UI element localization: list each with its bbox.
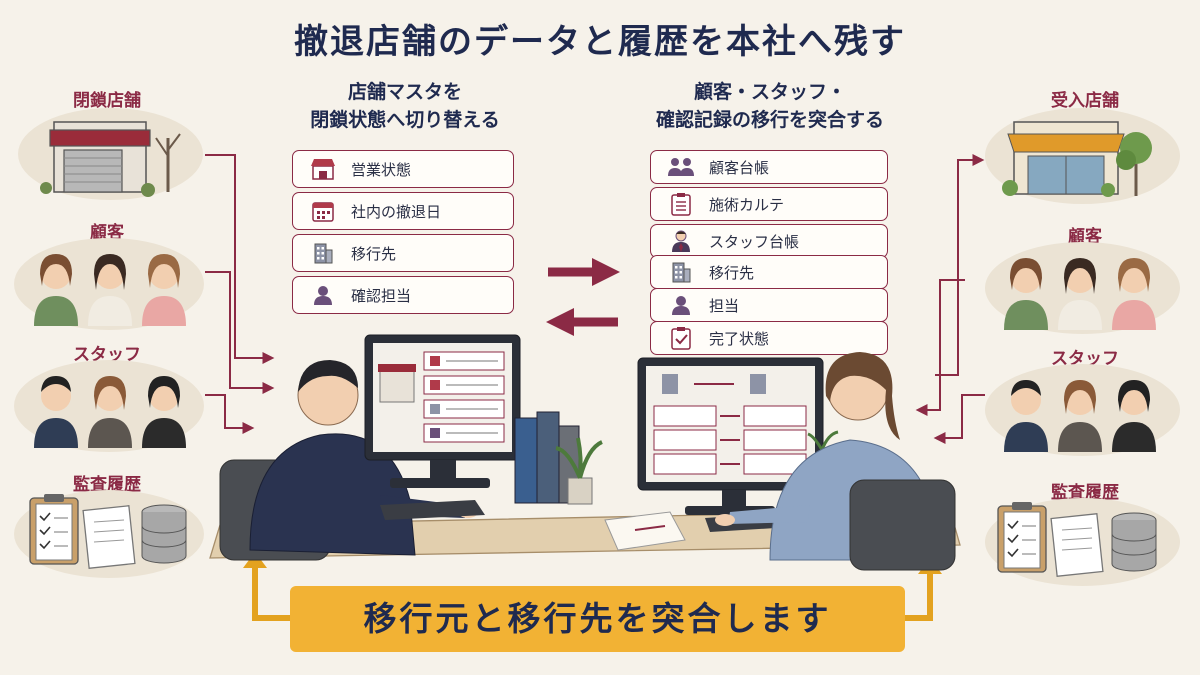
audit-documents-icon bbox=[997, 502, 1157, 577]
right-field-owner: 担当 bbox=[650, 288, 888, 322]
right-field-label: 顧客台帳 bbox=[709, 158, 770, 177]
right-field-customer-ledger: 顧客台帳 bbox=[650, 150, 888, 184]
staff-people-icon bbox=[1004, 380, 1156, 452]
staff-icon bbox=[667, 228, 695, 254]
reconcile-banner: 移行元と移行先を突合します bbox=[290, 586, 905, 652]
left-panel-heading-line1: 店舗マスタを bbox=[347, 81, 462, 103]
check-clipboard-icon bbox=[667, 325, 695, 351]
left-field-label: 社内の撤退日 bbox=[351, 202, 442, 221]
customers-people-icon bbox=[1004, 258, 1156, 330]
left-field-label: 移行先 bbox=[351, 244, 397, 263]
right-field-completion-status: 完了状態 bbox=[650, 321, 888, 355]
right-field-label: 施術カルテ bbox=[709, 195, 785, 214]
closed-store-label: 閉鎖店舗 bbox=[73, 91, 141, 111]
right-panel-heading-line1: 顧客・スタッフ・ bbox=[693, 81, 846, 103]
customers-people-icon bbox=[34, 254, 186, 326]
calendar-icon bbox=[309, 198, 337, 224]
right-field-staff-ledger: スタッフ台帳 bbox=[650, 224, 888, 258]
right-panel-heading-line2: 確認記録の移行を突合する bbox=[655, 109, 884, 131]
right-field-treatment-chart: 施術カルテ bbox=[650, 187, 888, 221]
left-field-migration-target: 移行先 bbox=[292, 234, 514, 272]
person-icon bbox=[309, 282, 337, 308]
storefront-icon bbox=[309, 156, 337, 182]
right-field-label: スタッフ台帳 bbox=[709, 232, 800, 251]
receiving-store-label: 受入店舗 bbox=[1051, 91, 1119, 111]
right-field-label: 移行先 bbox=[709, 263, 755, 282]
page-title: 撤退店舗のデータと履歴を本社へ残す bbox=[294, 22, 906, 62]
left-field-label: 営業状態 bbox=[351, 160, 412, 179]
building-icon bbox=[667, 259, 695, 285]
closed-store-icon bbox=[40, 121, 181, 197]
building-icon bbox=[309, 240, 337, 266]
clipboard-icon bbox=[667, 191, 695, 217]
receiving-store-icon bbox=[1002, 121, 1152, 197]
people-icon bbox=[667, 154, 695, 180]
right-field-label: 完了状態 bbox=[709, 329, 770, 348]
right-field-migration-target: 移行先 bbox=[650, 255, 888, 289]
staff-people-icon bbox=[34, 376, 186, 448]
left-field-business-status: 営業状態 bbox=[292, 150, 514, 188]
audit-documents-icon bbox=[29, 494, 187, 569]
left-field-label: 確認担当 bbox=[351, 286, 412, 305]
office-scene-illustration bbox=[209, 334, 961, 571]
person-icon bbox=[667, 292, 695, 318]
left-panel-heading-line2: 閉鎖状態へ切り替える bbox=[310, 109, 500, 131]
left-field-withdrawal-date: 社内の撤退日 bbox=[292, 192, 514, 230]
left-field-confirmation-owner: 確認担当 bbox=[292, 276, 514, 314]
right-field-label: 担当 bbox=[709, 296, 740, 315]
